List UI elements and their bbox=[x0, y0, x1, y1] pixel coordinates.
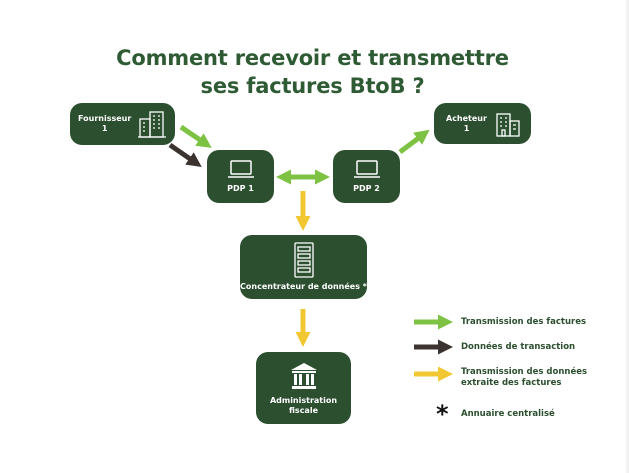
node-pdp1: PDP 1 bbox=[207, 150, 274, 203]
legend-text-star: Annuaire centralisé bbox=[461, 409, 555, 419]
node-administration-fiscale: Administration fiscale bbox=[256, 352, 351, 424]
legend-item-annuaire: Annuaire centralisé bbox=[461, 409, 555, 420]
node-acheteur: Acheteur 1 bbox=[434, 103, 531, 144]
government-building-icon bbox=[290, 362, 317, 389]
administration-line-1: Administration bbox=[269, 395, 338, 405]
legend-text-dark: Données de transaction bbox=[461, 342, 576, 352]
right-edge-strip bbox=[626, 0, 629, 473]
node-fournisseur: Fournisseur 1 bbox=[70, 103, 175, 145]
title-line-1: Comment recevoir et transmettre bbox=[116, 46, 509, 70]
fournisseur-line-2: 1 bbox=[101, 124, 108, 133]
node-concentrateur: Concentrateur de données * bbox=[240, 235, 367, 299]
fournisseur-label: Fournisseur 1 bbox=[78, 114, 131, 134]
legend-star-symbol: * bbox=[436, 400, 449, 428]
legend-item-donnees-transaction: Données de transaction bbox=[461, 342, 575, 353]
office-building-icon bbox=[496, 112, 520, 137]
pdp2-label: PDP 2 bbox=[353, 184, 380, 193]
administration-line-2: fiscale bbox=[289, 405, 318, 415]
legend-item-transmission-donnees: Transmission des données extraite des fa… bbox=[461, 367, 587, 389]
title-line-2: ses factures BtoB ? bbox=[200, 74, 425, 98]
concentrateur-label: Concentrateur de données * bbox=[240, 282, 367, 291]
page-title: Comment recevoir et transmettre ses fact… bbox=[90, 44, 535, 100]
legend-text-yellow-line-2: extraite des factures bbox=[461, 378, 562, 388]
fournisseur-line-1: Fournisseur bbox=[78, 114, 132, 123]
laptop-icon bbox=[227, 160, 254, 178]
arrow-fournisseur-pdp1-dark bbox=[168, 142, 202, 167]
legend-text-green: Transmission des factures bbox=[461, 317, 587, 327]
server-icon bbox=[293, 242, 314, 278]
building-icon bbox=[138, 111, 167, 138]
laptop-icon bbox=[353, 160, 380, 178]
node-pdp2: PDP 2 bbox=[333, 150, 400, 203]
legend-text-yellow-line-1: Transmission des données bbox=[461, 367, 588, 377]
acheteur-line-1: Acheteur bbox=[446, 113, 487, 123]
pdp1-label: PDP 1 bbox=[227, 184, 254, 193]
arrow-pdp2-acheteur bbox=[398, 129, 430, 154]
acheteur-line-2: 1 bbox=[463, 123, 470, 133]
arrow-fournisseur-pdp1-green bbox=[179, 124, 212, 148]
legend-item-transmission-factures: Transmission des factures bbox=[461, 317, 586, 328]
acheteur-label: Acheteur 1 bbox=[446, 114, 487, 134]
